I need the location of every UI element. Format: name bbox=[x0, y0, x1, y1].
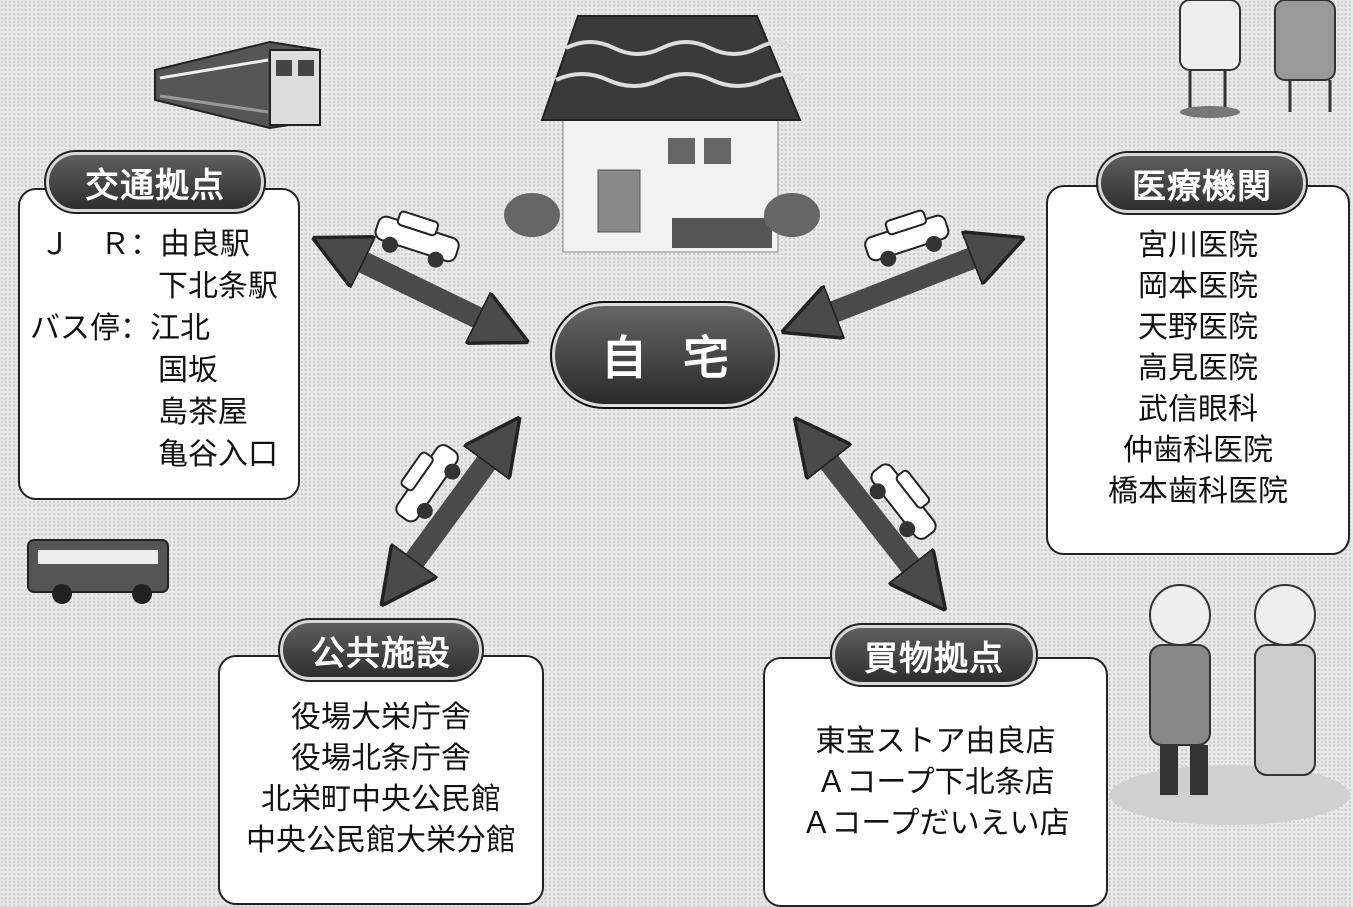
bus-stop: 亀谷入口 bbox=[158, 437, 278, 472]
medical-item: 岡本医院 bbox=[1138, 269, 1258, 304]
medical-item: 橋本歯科医院 bbox=[1108, 474, 1288, 509]
bus-illustration bbox=[27, 539, 169, 604]
arrow-public bbox=[398, 440, 503, 583]
shopping-title: 買物拠点 bbox=[830, 623, 1038, 687]
arrow-shopping bbox=[812, 440, 928, 588]
elderly-couple-illustration bbox=[1110, 584, 1350, 825]
medical-item: 仲歯科医院 bbox=[1123, 433, 1273, 468]
house-illustration bbox=[504, 15, 820, 253]
medical-item: 武信眼科 bbox=[1138, 392, 1258, 427]
public-box: 役場大栄庁舎 役場北条庁舎 北栄町中央公民館 中央公民館大栄分館 bbox=[218, 655, 544, 905]
public-item: 役場大栄庁舎 bbox=[291, 700, 471, 735]
shopping-item: 東宝ストア由良店 bbox=[815, 724, 1056, 759]
jr-station: 由良駅 bbox=[160, 227, 250, 262]
taxi-icon bbox=[374, 210, 460, 268]
shopping-box: 東宝ストア由良店 Ａコープ下北条店 Ａコープだいえい店 bbox=[763, 657, 1108, 907]
bus-stop: 江北 bbox=[150, 311, 210, 346]
medical-item: 宮川医院 bbox=[1138, 228, 1258, 263]
transport-title: 交通拠点 bbox=[44, 150, 266, 214]
transport-box: Ｊ Ｒ：由良駅 下北条駅 バス停：江北 国坂 島茶屋 亀谷入口 bbox=[18, 188, 300, 500]
shopping-item: Ａコープ下北条店 bbox=[816, 765, 1055, 800]
public-item: 北栄町中央公民館 bbox=[261, 782, 501, 817]
medical-title: 医療機関 bbox=[1096, 151, 1308, 215]
bus-stop: 国坂 bbox=[158, 353, 218, 388]
jr-label: Ｊ Ｒ： bbox=[40, 227, 160, 262]
bus-stop: 島茶屋 bbox=[158, 395, 248, 430]
bus-label: バス停： bbox=[30, 311, 150, 346]
public-title: 公共施設 bbox=[278, 618, 484, 682]
arrow-medical bbox=[808, 248, 998, 322]
home-char-1: 自 bbox=[601, 331, 647, 385]
medical-item: 天野医院 bbox=[1138, 310, 1258, 345]
public-item: 中央公民館大栄分館 bbox=[246, 823, 516, 858]
taxi-icon bbox=[864, 209, 950, 267]
home-char-2: 宅 bbox=[683, 331, 729, 385]
jr-station: 下北条駅 bbox=[158, 269, 278, 304]
taxi-icon bbox=[869, 463, 937, 540]
train-illustration bbox=[154, 40, 321, 130]
clinic-illustration bbox=[1179, 0, 1336, 118]
arrow-transport bbox=[338, 250, 503, 330]
public-item: 役場北条庁舎 bbox=[291, 741, 471, 776]
shopping-item: Ａコープだいえい店 bbox=[801, 806, 1070, 841]
medical-box: 宮川医院 岡本医院 天野医院 高見医院 武信眼科 仲歯科医院 橋本歯科医院 bbox=[1046, 185, 1350, 555]
home-node: 自 宅 bbox=[550, 301, 780, 409]
medical-item: 高見医院 bbox=[1138, 351, 1258, 386]
taxi-icon bbox=[395, 444, 461, 523]
